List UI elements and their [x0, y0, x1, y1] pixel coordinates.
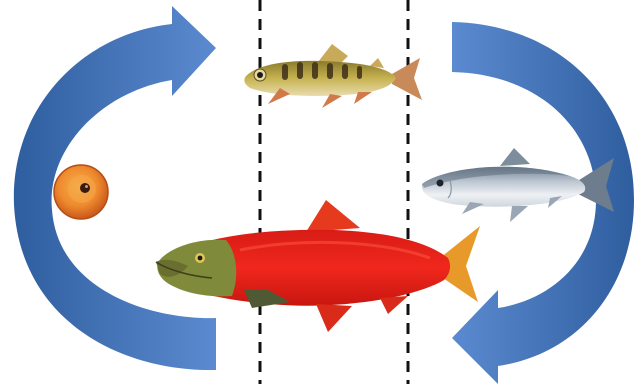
silver-salmon-icon	[422, 148, 614, 222]
juvenile-fish-icon	[244, 44, 422, 108]
egg-icon	[54, 165, 108, 219]
cycle-arrow-left	[14, 6, 216, 370]
red-spawning-salmon-icon	[156, 200, 480, 332]
